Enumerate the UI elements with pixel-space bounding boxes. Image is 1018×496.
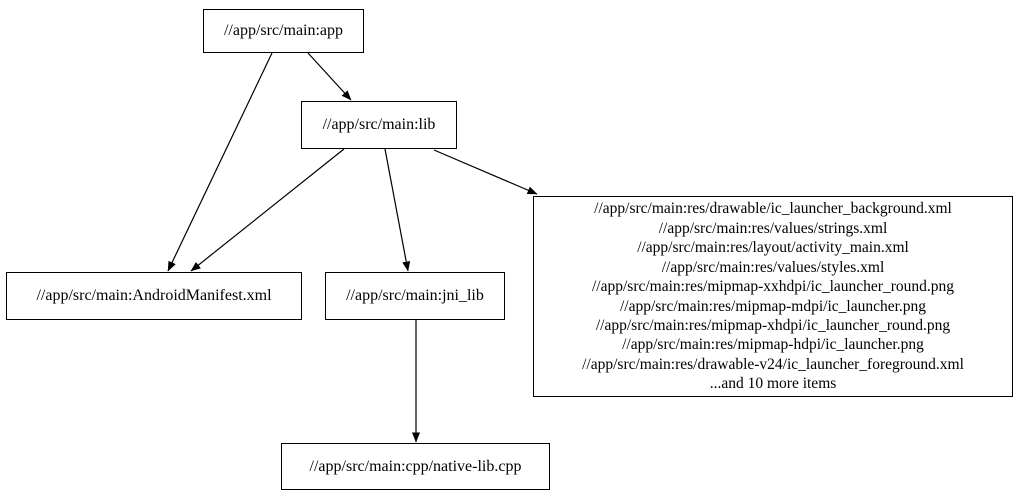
node-native-lib-cpp-label: //app/src/main:cpp/native-lib.cpp — [309, 457, 522, 475]
edge-lib-to-manifest — [190, 148, 345, 272]
node-android-manifest-label: //app/src/main:AndroidManifest.xml — [36, 287, 272, 304]
resource-line: //app/src/main:res/mipmap-xhdpi/ic_launc… — [595, 316, 951, 334]
node-lib-label: //app/src/main:lib — [322, 116, 436, 133]
edge-lib-to-resources — [433, 149, 538, 195]
resource-line: //app/src/main:res/layout/activity_main.… — [637, 239, 909, 257]
node-android-manifest: //app/src/main:AndroidManifest.xml — [6, 272, 302, 320]
edge-app-to-lib — [307, 52, 352, 101]
node-native-lib-cpp: //app/src/main:cpp/native-lib.cpp — [281, 443, 550, 490]
resource-line-more: ...and 10 more items — [709, 375, 837, 393]
resource-line: //app/src/main:res/mipmap-hdpi/ic_launch… — [622, 336, 924, 354]
node-jni-lib-label: //app/src/main:jni_lib — [346, 287, 484, 304]
node-resources-group: //app/src/main:res/drawable/ic_launcher_… — [533, 196, 1013, 397]
resource-line: //app/src/main:res/values/styles.xml — [661, 258, 885, 276]
resource-line: //app/src/main:res/drawable-v24/ic_launc… — [582, 355, 964, 373]
resource-line: //app/src/main:res/mipmap-xxhdpi/ic_laun… — [591, 278, 954, 296]
node-app-label: //app/src/main:app — [223, 22, 344, 39]
node-app: //app/src/main:app — [203, 9, 364, 53]
node-lib: //app/src/main:lib — [301, 101, 457, 149]
resource-line: //app/src/main:res/mipmap-mdpi/ic_launch… — [619, 297, 927, 315]
resource-line: //app/src/main:res/values/strings.xml — [658, 219, 888, 237]
edge-app-to-manifest — [167, 52, 273, 272]
node-jni-lib: //app/src/main:jni_lib — [325, 272, 505, 320]
edge-lib-to-jni-lib — [384, 148, 411, 272]
resource-line: //app/src/main:res/drawable/ic_launcher_… — [594, 200, 952, 218]
